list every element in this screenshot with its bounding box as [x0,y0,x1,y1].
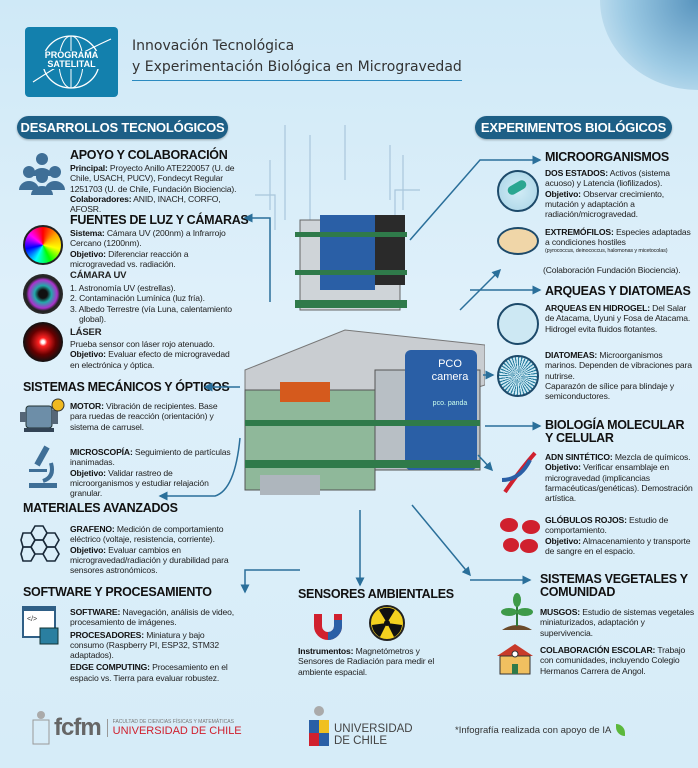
radiation-icon [369,605,405,641]
uchile-name-2: DE CHILE [334,735,388,747]
arqueas-text: ARQUEAS EN HIDROGEL: Del Salar de Atacam… [545,303,691,334]
materiales-title: MATERIALES AVANZADOS [23,501,178,515]
laser-icon [23,322,63,362]
diatomeas-text: DIATOMEAS: Microorganismos marinos. Depe… [545,350,692,402]
camera-lens-icon [23,274,63,314]
globulos-text: GLÓBULOS ROJOS: Estudio de comportamient… [545,515,691,556]
microorganismos-title: MICROORGANISMOS [545,150,669,164]
grafeno-text: GRAFENO: Medición de comportamiento eléc… [70,524,229,576]
petri-dish-icon [497,227,539,255]
software-text: SOFTWARE: Navegación, análisis de video,… [70,607,235,683]
software-title: SOFTWARE Y PROCESAMIENTO [23,585,212,599]
diatom-icon [497,355,539,397]
musgos-text: MUSGOS: Estudio de sistemas vegetales mi… [540,607,694,638]
leaf-icon [616,724,626,736]
apoyo-title: APOYO Y COLABORACIÓN [70,148,228,162]
fcfm-logo: fcfm FACULTAD DE CIENCIAS FÍSICAS Y MATE… [32,705,242,750]
fuentes-title: FUENTES DE LUZ Y CÁMARAS [70,213,249,227]
fcfm-seal-icon [32,710,50,744]
fcfm-university: UNIVERSIDAD DE CHILE [112,724,242,737]
microscopia-text: MICROSCOPÍA: Seguimiento de partículas i… [70,447,231,499]
logo-text: PROGRAMA [44,50,99,60]
biologia-title: BIOLOGÍA MOLECULAR Y CELULAR [545,418,685,445]
extremofilos-text: EXTREMÓFILOS: Especies adaptadas a condi… [545,227,691,254]
upper-module [295,215,407,311]
group-icon [19,153,65,195]
archaea-icon [497,303,539,345]
ai-note-text: *Infografía realizada con apoyo de IA [455,724,612,736]
programa-satelital-logo: PROGRAMA SATELITAL [25,27,118,97]
colaboracion-text: COLABORACIÓN ESCOLAR: Trabajo con comuni… [540,645,686,676]
mecanicos-title: SISTEMAS MECÁNICOS Y ÓPTICOS [23,380,230,394]
sensores-text: Instrumentos: Magnetómetros y Sensores d… [298,646,435,677]
title-line-2: y Experimentación Biológica en Micrograv… [132,59,462,75]
bacteria-icon [497,170,539,212]
sensores-title: SENSORES AMBIENTALES [298,587,454,601]
dna-icon [501,451,537,494]
color-wheel-icon [23,225,63,265]
sprout-icon [501,593,533,630]
lower-module [244,329,485,495]
extremofilos-collab: (Colaboración Fundación Biociencia). [543,265,681,275]
section-pill-experimentos: EXPERIMENTOS BIOLÓGICOS [475,116,672,139]
microscope-icon [29,445,57,488]
apoyo-text: Principal: Proyecto Anillo ATE220057 (U.… [70,163,237,215]
uchile-logo: UNIVERSIDAD DE CHILE [308,705,413,747]
uchile-name-1: UNIVERSIDAD [334,723,413,735]
fcfm-wordmark: fcfm [54,713,102,741]
camera-brand: pco. panda [432,400,468,407]
svg-text:</>: </> [27,616,37,623]
graphene-icon [20,525,60,562]
pco-camera-label: PCO camera [431,358,469,383]
red-blood-cells-icon [500,518,540,553]
code-chip-icon: </> [22,606,59,645]
ai-note: *Infografía realizada con apoyo de IA [455,724,685,736]
school-icon [497,644,533,675]
adn-text: ADN SINTÉTICO: Mezcla de químicos.Objeti… [545,452,693,504]
fuentes-text: Sistema: Cámara UV (200nm) a Infrarrojo … [70,228,226,269]
section-pill-desarrollos: DESARROLLOS TECNOLÓGICOS [17,116,228,139]
uchile-shield-icon [309,706,329,746]
fcfm-subtitle: FACULTAD DE CIENCIAS FÍSICAS Y MATEMÁTIC… [112,718,234,725]
arqueas-title: ARQUEAS Y DIATOMEAS [545,284,691,298]
satellite-illustration [244,125,485,495]
motor-icon [20,398,65,432]
vegetales-title: SISTEMAS VEGETALES Y COMUNIDAD [540,572,688,599]
logo-text: SATELITAL [47,59,96,69]
title-line-1: Innovación Tecnológica [132,38,295,54]
camara-list: 1. Astronomía UV (estrellas).2. Contamin… [70,283,232,324]
laser-text: Prueba sensor con láser rojo atenuado.Ob… [70,339,230,370]
laser-title: LÁSER [70,327,102,338]
camara-title: CÁMARA UV [70,270,127,281]
page-title: Innovación Tecnológica y Experimentación… [132,36,462,81]
magnet-icon [314,614,342,640]
dos-estados-text: DOS ESTADOS: Activos (sistema acuoso) y … [545,168,670,220]
motor-text: MOTOR: Vibración de recipientes. Base pa… [70,401,218,432]
